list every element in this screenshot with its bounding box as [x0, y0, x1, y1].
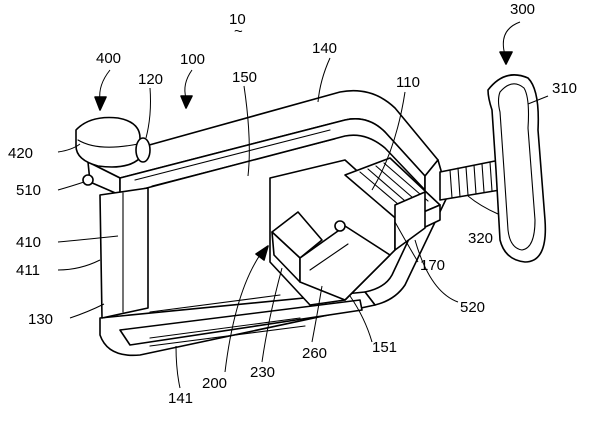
label-150: 150: [232, 69, 257, 86]
label-520: 520: [460, 299, 485, 316]
screw-shaft: [439, 159, 501, 201]
label-151: 151: [372, 339, 397, 356]
label-120: 120: [138, 71, 163, 88]
jaw-assembly: [269, 157, 441, 306]
label-510: 510: [16, 182, 41, 199]
label-170: 170: [420, 257, 445, 274]
label-100: 100: [180, 51, 205, 68]
label-141: 141: [168, 390, 193, 407]
label-230: 230: [250, 364, 275, 381]
label-420: 420: [8, 145, 33, 162]
t-handle: [487, 74, 547, 263]
label-411: 411: [16, 262, 40, 279]
leader-lines: [57, 21, 549, 389]
figure-number-mark: ~: [234, 23, 243, 40]
main-frame: [87, 89, 449, 357]
label-200: 200: [202, 375, 227, 392]
label-260: 260: [302, 345, 327, 362]
label-320: 320: [468, 230, 493, 247]
label-400: 400: [96, 50, 121, 67]
label-310: 310: [552, 80, 577, 97]
label-410: 410: [16, 234, 41, 251]
label-140: 140: [312, 40, 337, 57]
reference-numerals: 10 ~ 300 310 400 100 140 120 150 110 420…: [8, 1, 577, 407]
figure-number: 10: [229, 11, 246, 28]
hinge-post: [75, 116, 151, 319]
label-110: 110: [396, 74, 420, 91]
label-130: 130: [28, 311, 53, 328]
label-300: 300: [510, 1, 535, 18]
